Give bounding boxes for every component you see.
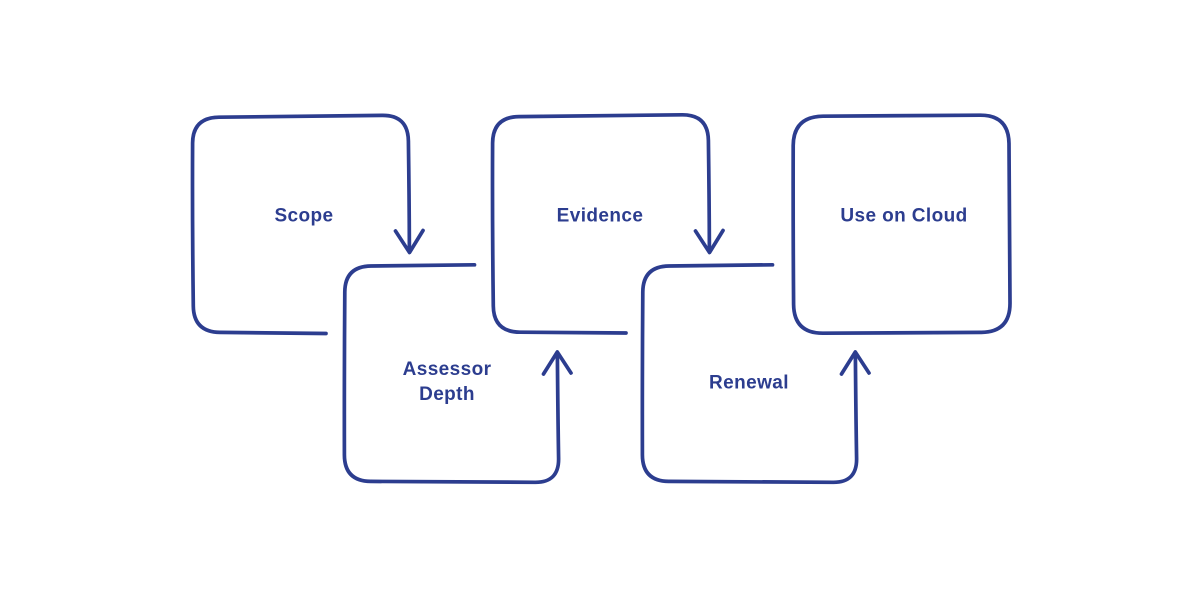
use-on-cloud-box-outline <box>791 113 1012 336</box>
assessor-depth-box-outline <box>342 262 561 485</box>
scope-box-outline <box>190 113 412 336</box>
node-label-scope: Scope <box>274 205 334 227</box>
node-label-evidence: Evidence <box>556 205 644 227</box>
renewal-box-outline <box>640 262 859 485</box>
node-label-use-on-cloud: Use on Cloud <box>840 205 968 227</box>
evidence-box-outline <box>490 112 712 335</box>
node-label-assessor-depth: Assessor Depth <box>402 358 492 405</box>
arrowhead-scope-to-assessor-depth-icon <box>393 228 425 255</box>
arrowhead-assessor-depth-to-evidence-icon <box>541 350 573 376</box>
arrowhead-evidence-to-renewal-icon <box>693 228 725 255</box>
arrowhead-renewal-to-use-on-cloud-icon <box>839 350 871 376</box>
node-label-renewal: Renewal <box>709 372 789 394</box>
